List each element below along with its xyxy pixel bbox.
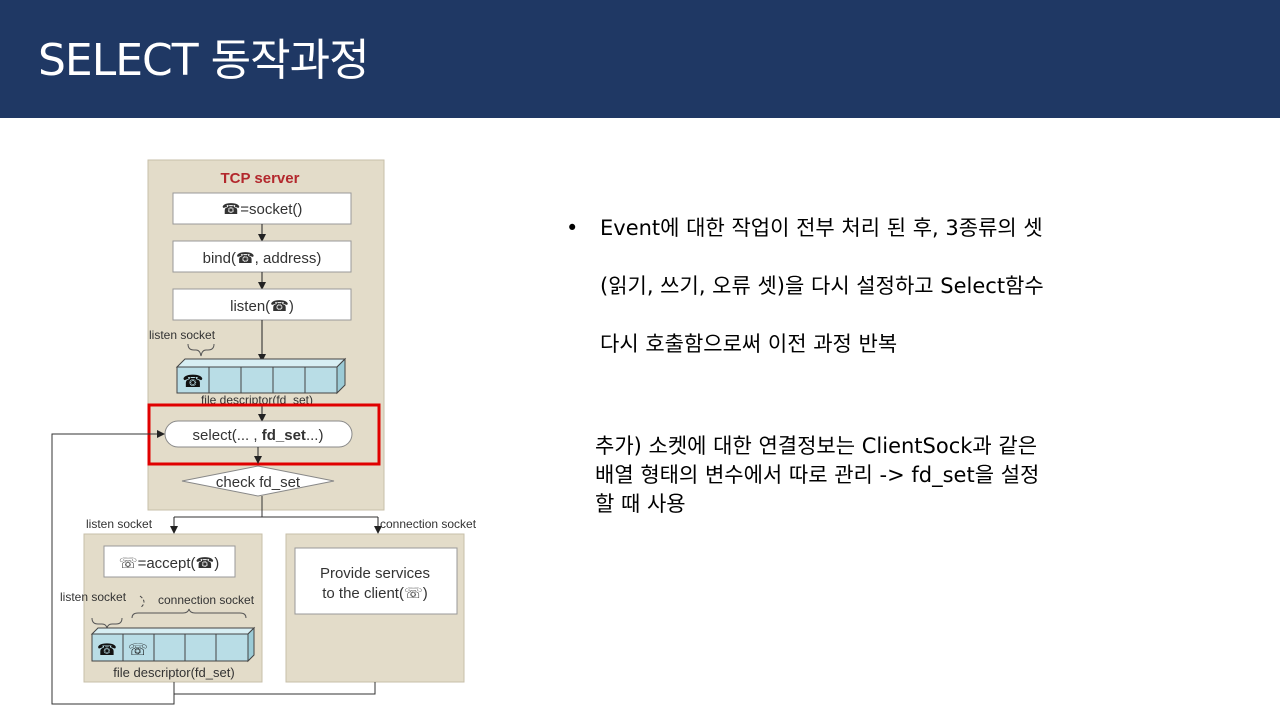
fd-cell (176, 366, 210, 394)
listen-socket-phone-icon: ☎ (97, 640, 117, 659)
tcp-server-title: TCP server (221, 170, 300, 187)
accept-call-label: ☏=accept(☎) (119, 555, 219, 572)
provide-services-line1: Provide services (320, 565, 430, 582)
select-call-label: select(... , fd_set...) (193, 427, 324, 444)
listen-call-box (172, 288, 352, 321)
fd-cell (304, 366, 338, 394)
fd-cell (215, 633, 249, 662)
fd-set-array-bottom: ☎ ☏ (90, 626, 256, 663)
fd-cell (91, 633, 124, 662)
note-line-2: 배열 형태의 변수에서 따로 관리 -> fd_set을 설정 (595, 463, 1040, 487)
branch-listen-label: listen socket (86, 517, 153, 531)
fd-cell (208, 366, 242, 394)
listen-socket-phone-icon: ☎ (182, 372, 203, 392)
loop-back-line (51, 430, 175, 705)
fd-cell (272, 366, 306, 394)
socket-call-box (172, 192, 352, 225)
inner-listen-socket-label: listen socket (60, 590, 127, 604)
client-socket-phone-icon: ☏ (128, 640, 148, 659)
listen-socket-label: listen socket (149, 328, 216, 342)
provide-services-box (294, 547, 458, 615)
fd-cell (240, 366, 274, 394)
bullet-line-3: 다시 호출함으로써 이전 과정 반복 (600, 332, 898, 356)
bullet-line-1: Event에 대한 작업이 전부 처리 된 후, 3종류의 셋 (600, 216, 1043, 240)
fd-cell (153, 633, 186, 662)
bind-call-label: bind(☎, address) (203, 250, 322, 267)
listen-call-label: listen(☎) (230, 298, 294, 315)
note-line-1: 추가) 소켓에 대한 연결정보는 ClientSock과 같은 (595, 434, 1038, 458)
bullet-block: • Event에 대한 작업이 전부 처리 된 후, 3종류의 셋 (읽기, 쓰… (566, 210, 1166, 384)
select-flow-diagram: TCP server ☎=socket() bind(☎, address) l… (51, 159, 477, 705)
bullet-line-2: (읽기, 쓰기, 오류 셋)을 다시 설정하고 Select함수 (600, 274, 1044, 298)
inner-connection-socket-label: connection socket (158, 593, 255, 607)
fd-cell (122, 633, 155, 662)
fd-set-array-top: ☎ (175, 357, 347, 395)
fd-cell (184, 633, 217, 662)
provide-services-line2: to the client(☏) (322, 585, 427, 602)
fd-set-label-bottom: file descriptor(fd_set) (113, 665, 234, 680)
note-line-3: 할 때 사용 (595, 492, 686, 516)
slide-title: SELECT 동작과정 (38, 35, 370, 86)
socket-call-label: ☎=socket() (222, 201, 303, 218)
check-fd-set-decision (181, 465, 335, 497)
branch-connection-label: connection socket (380, 517, 477, 531)
accept-call-box (103, 545, 236, 578)
check-fd-set-label: check fd_set (216, 474, 301, 491)
note-block: 추가) 소켓에 대한 연결정보는 ClientSock과 같은 배열 형태의 변… (595, 432, 1155, 519)
bullet-dot: • (566, 216, 579, 240)
title-bar: SELECT 동작과정 (0, 0, 1280, 118)
loop-back-line (173, 682, 376, 695)
